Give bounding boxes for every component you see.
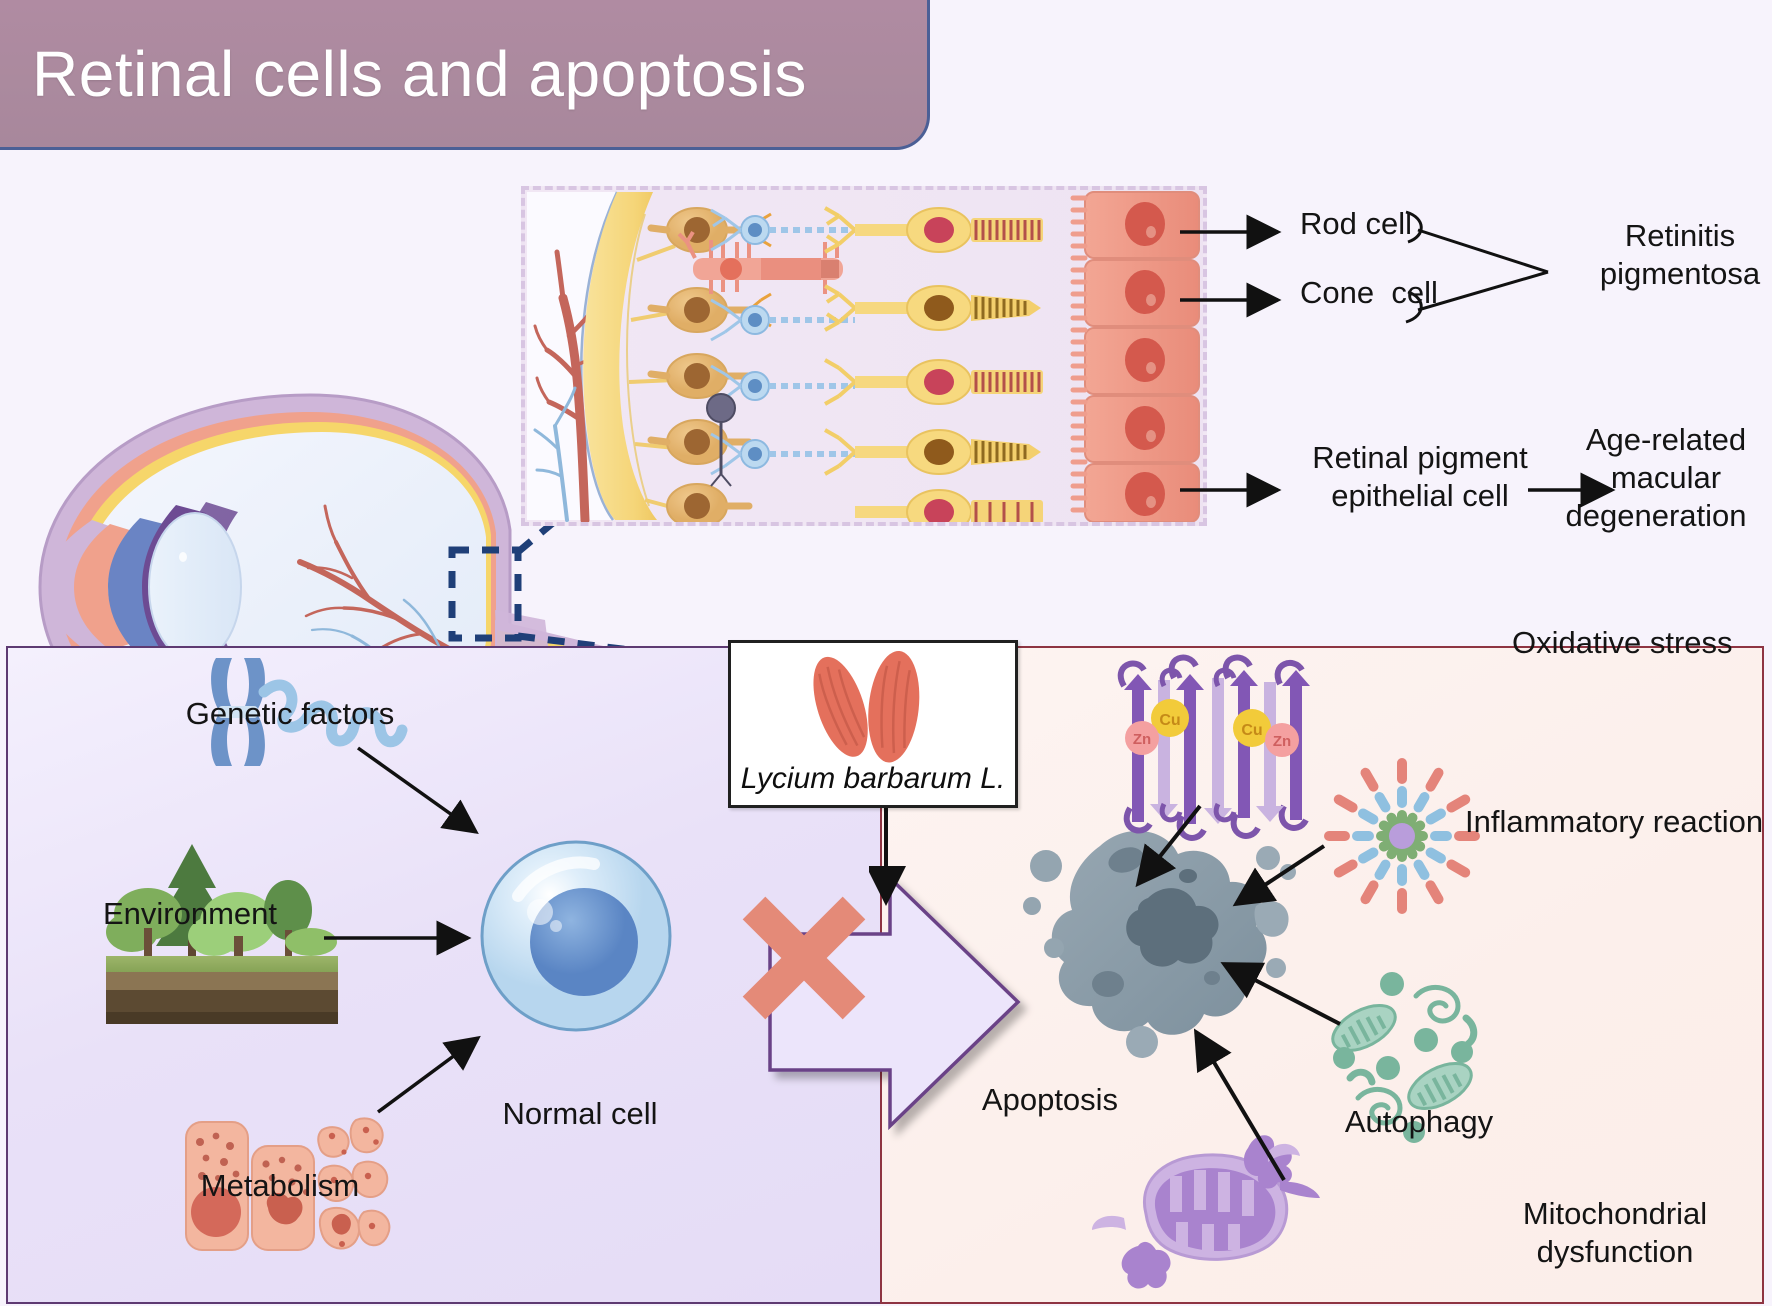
cell-metabolism-icon bbox=[185, 1117, 391, 1251]
retina-detail-panel bbox=[521, 186, 1207, 526]
arrow-autophagy-to-apoptosis bbox=[1220, 962, 1341, 1026]
normal-cell-icon bbox=[480, 840, 672, 1032]
label-inflammatory-reaction: Inflammatory reaction bbox=[1465, 804, 1764, 839]
label-amd-line3: degeneration bbox=[1565, 498, 1747, 533]
label-rpe-line1: Retinal pigment bbox=[1312, 440, 1528, 475]
cu-label-2: Cu bbox=[1241, 722, 1262, 739]
x-mark-icon bbox=[742, 896, 866, 1020]
label-rpe-line2: epithelial cell bbox=[1331, 478, 1509, 513]
apoptotic-cell-icon bbox=[1023, 830, 1296, 1058]
lycium-barbarum-card[interactable]: Lycium barbarum L. bbox=[728, 640, 1018, 808]
label-apoptosis: Apoptosis bbox=[981, 1082, 1119, 1117]
photoreceptor-cells bbox=[824, 206, 1043, 522]
rpe-cell-layer bbox=[1070, 191, 1200, 522]
arrow-mitochondrial-to-apoptosis bbox=[1193, 1028, 1286, 1182]
label-normal-cell: Normal cell bbox=[502, 1096, 658, 1131]
damaged-mitochondrion-icon bbox=[1092, 1135, 1320, 1289]
page-title: Retinal cells and apoptosis bbox=[32, 37, 807, 110]
autophagosome-icon bbox=[1331, 972, 1478, 1143]
sod-enzyme-icon: Cu Zn Cu Zn bbox=[1117, 654, 1310, 841]
ganglion-cells bbox=[647, 207, 772, 522]
zn-label-2: Zn bbox=[1273, 733, 1291, 750]
label-environment: Environment bbox=[102, 896, 278, 931]
arrow-inflammatory-to-apoptosis bbox=[1232, 844, 1326, 907]
lycium-inhibition-arrow-svg bbox=[869, 806, 906, 906]
arrow-genetic-to-cell bbox=[356, 746, 479, 835]
right-panel-svg: Cu Zn Cu Zn bbox=[1023, 654, 1480, 1289]
cu-label-1: Cu bbox=[1159, 712, 1180, 729]
cytokine-burst-icon bbox=[1324, 758, 1480, 914]
label-genetic-factors: Genetic factors bbox=[185, 696, 395, 731]
label-mitochondrial-line2: dysfunction bbox=[1536, 1234, 1694, 1269]
label-metabolism: Metabolism bbox=[200, 1168, 360, 1203]
arrow-oxidative-to-apoptosis bbox=[1135, 804, 1202, 888]
label-amd-line2: macular bbox=[1610, 460, 1722, 495]
x-mark-svg bbox=[742, 896, 866, 1020]
amacrine-cell bbox=[706, 393, 736, 487]
label-retinitis-line1: Retinitis bbox=[1624, 218, 1736, 253]
top-right-arrows-svg bbox=[1180, 210, 1616, 508]
label-mitochondrial-line1: Mitochondrial bbox=[1522, 1196, 1708, 1231]
chromosome-icon bbox=[211, 658, 408, 766]
title-banner: Retinal cells and apoptosis bbox=[0, 0, 930, 150]
label-cone-cell: Cone cell bbox=[1300, 275, 1438, 310]
label-autophagy: Autophagy bbox=[1344, 1104, 1494, 1139]
bipolar-cells bbox=[710, 208, 855, 476]
callout-box bbox=[448, 546, 522, 642]
label-amd-line1: Age-related bbox=[1585, 422, 1747, 457]
label-rod-cell: Rod cell bbox=[1300, 206, 1412, 241]
label-oxidative-stress: Oxidative stress bbox=[1512, 625, 1733, 660]
lycium-name-label: Lycium barbarum L. bbox=[740, 762, 1006, 795]
apoptosis-drivers-panel bbox=[880, 646, 1764, 1304]
forest-soil-icon bbox=[106, 844, 338, 1024]
retina-layers-svg bbox=[527, 191, 1200, 522]
horizontal-cell bbox=[677, 230, 843, 294]
left-panel-svg bbox=[106, 658, 672, 1251]
arrow-metabolism-to-cell bbox=[376, 1035, 481, 1114]
label-retinitis-line2: pigmentosa bbox=[1599, 256, 1761, 291]
goji-berries-icon bbox=[813, 650, 920, 763]
zn-label-1: Zn bbox=[1133, 731, 1151, 748]
